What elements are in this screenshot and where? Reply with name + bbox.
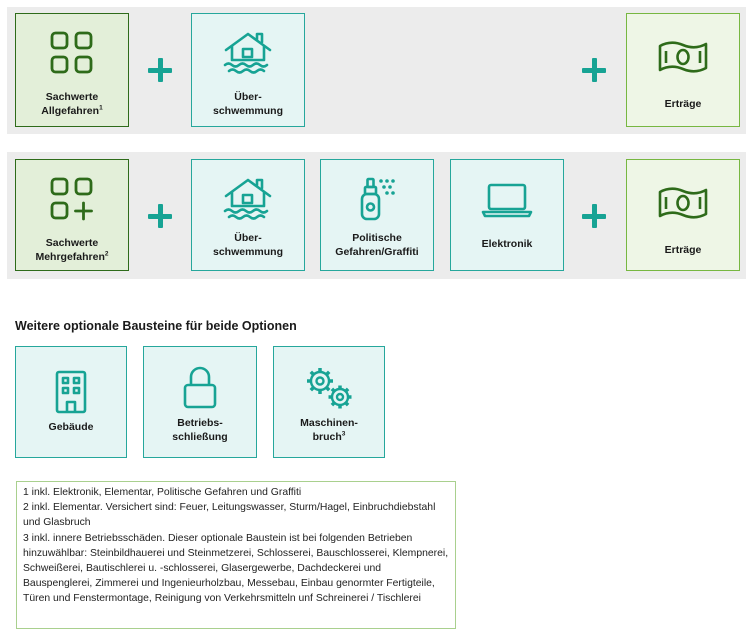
banknote-icon — [658, 187, 708, 219]
card-label: Gebäude — [48, 421, 94, 433]
card-elektronik[interactable]: Elektronik — [450, 159, 564, 271]
gears-icon — [307, 368, 352, 409]
card-label: Maschinen- bruch3 — [300, 417, 358, 443]
card-label: Sachwerte Mehrgefahren2 — [35, 237, 109, 263]
plus-icon — [582, 204, 606, 228]
plus-icon — [582, 58, 606, 82]
card-label: Erträge — [664, 98, 702, 110]
grid-plus-icon — [50, 177, 93, 221]
grid-four-icon — [50, 31, 93, 74]
footnotes-box: 1 inkl. Elektronik, Elementar, Politisch… — [16, 481, 456, 629]
plus-icon — [148, 204, 172, 228]
card-label: Über-schwemmung — [212, 91, 283, 117]
card-betriebsschliessung[interactable]: Betriebs-schließung — [143, 346, 257, 458]
building-icon — [55, 370, 87, 414]
card-label: Erträge — [664, 244, 702, 256]
card-sachwerte-mehrgefahren[interactable]: Sachwerte Mehrgefahren2 — [15, 159, 129, 271]
footnote-1: 1 inkl. Elektronik, Elementar, Politisch… — [23, 487, 302, 498]
card-ueberschwemmung[interactable]: Über-schwemmung — [191, 159, 305, 271]
card-ertraege[interactable]: Erträge — [626, 13, 740, 127]
card-sachwerte-allgefahren[interactable]: Sachwerte Allgefahren1 — [15, 13, 129, 127]
laptop-icon — [481, 183, 533, 218]
spray-can-icon — [360, 177, 395, 221]
card-label: Sachwerte Allgefahren1 — [41, 91, 103, 117]
banknote-icon — [658, 41, 708, 73]
card-label: Über-schwemmung — [212, 232, 283, 258]
card-label: Elektronik — [481, 238, 533, 250]
card-gebaeude[interactable]: Gebäude — [15, 346, 127, 458]
plus-icon — [148, 58, 172, 82]
card-ueberschwemmung[interactable]: Über-schwemmung — [191, 13, 305, 127]
padlock-icon — [183, 366, 217, 409]
flood-house-icon — [223, 32, 272, 74]
option1-row — [7, 7, 746, 134]
footnote-3: 3 inkl. innere Betriebsschäden. Dieser o… — [23, 532, 449, 605]
card-maschinenbruch[interactable]: Maschinen- bruch3 — [273, 346, 385, 458]
optional-heading: Weitere optionale Bausteine für beide Op… — [15, 319, 297, 333]
card-ertraege[interactable]: Erträge — [626, 159, 740, 271]
flood-house-icon — [223, 178, 272, 220]
footnote-2: 2 inkl. Elementar. Versichert sind: Feue… — [23, 502, 436, 529]
card-label: Betriebs-schließung — [172, 417, 228, 443]
